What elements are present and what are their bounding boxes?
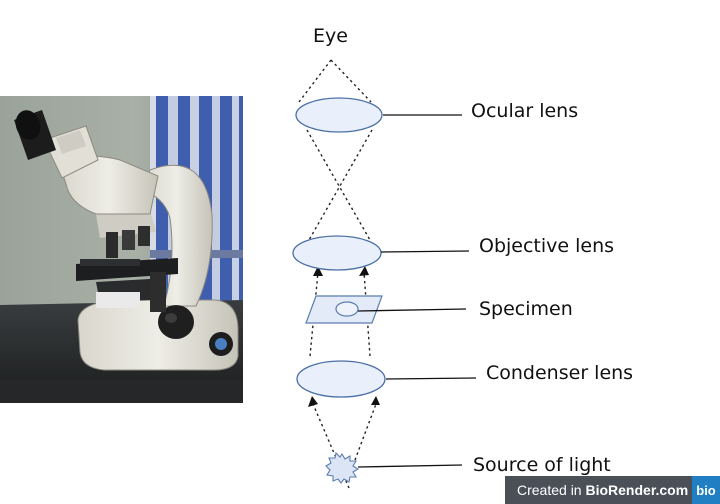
arrowhead-icon <box>308 396 318 407</box>
watermark-prefix: Created in <box>517 482 586 498</box>
biorender-watermark[interactable]: Created in BioRender.com bio <box>505 476 720 504</box>
microscope-photo <box>0 96 243 403</box>
label-ocular-lens: Ocular lens <box>471 100 578 122</box>
watermark-brand: BioRender.com <box>585 482 689 498</box>
label-source-of-light: Source of light <box>473 454 611 476</box>
light-source-icon <box>325 451 360 484</box>
watermark-text: Created in BioRender.com <box>505 482 692 498</box>
condenser-lens <box>296 360 386 398</box>
arrowhead-icon <box>371 396 380 405</box>
ray-arrowheads <box>308 266 380 407</box>
biorender-logo-icon: bio <box>692 476 720 504</box>
label-specimen: Specimen <box>479 298 573 320</box>
specimen-slide <box>305 295 383 324</box>
label-objective-lens: Objective lens <box>479 235 614 257</box>
arrowhead-icon <box>313 266 323 276</box>
leader-lines <box>357 114 477 468</box>
light-rays <box>298 59 377 489</box>
arrowhead-icon <box>359 266 369 276</box>
ocular-lens <box>295 97 383 133</box>
label-eye: Eye <box>313 25 348 47</box>
label-condenser-lens: Condenser lens <box>486 362 633 384</box>
objective-lens <box>292 235 382 271</box>
